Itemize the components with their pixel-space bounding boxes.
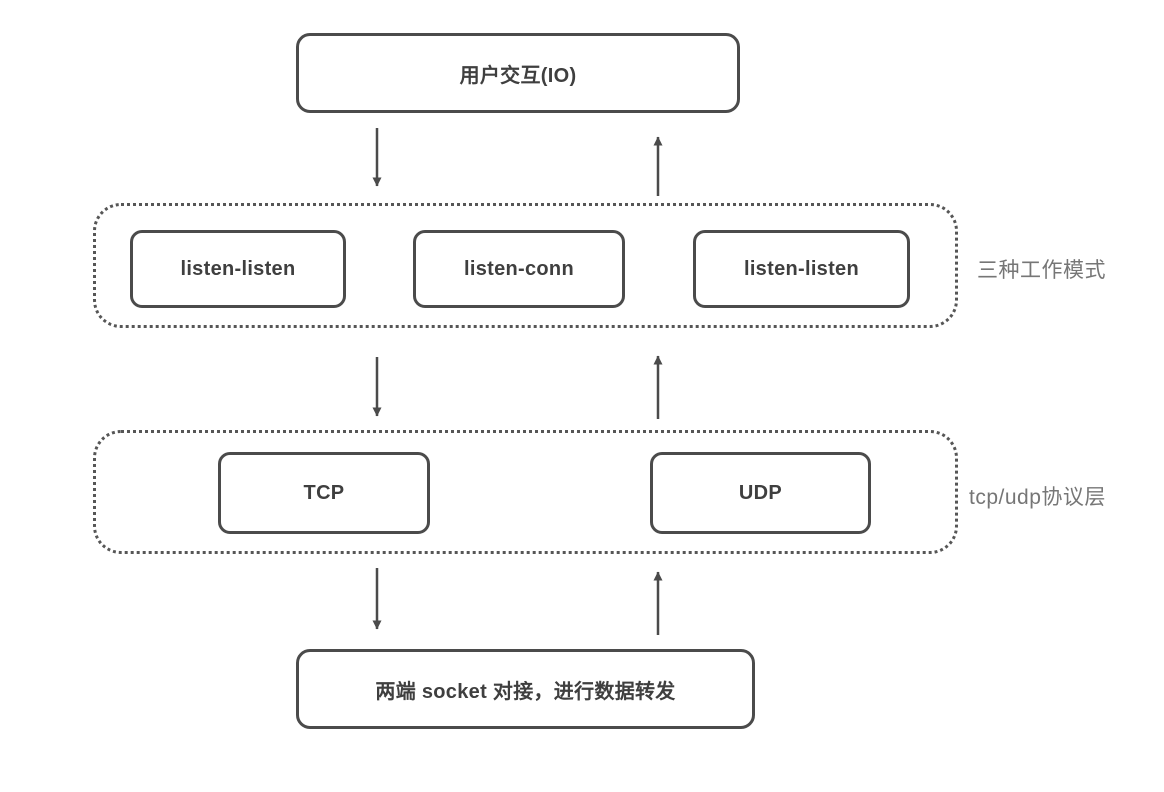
tcp-box: TCP	[218, 452, 430, 534]
work-modes-group: listen-listen listen-conn listen-listen	[93, 203, 958, 328]
mode-box-listen-listen-left: listen-listen	[130, 230, 346, 308]
protocol-layer-side-label: tcp/udp协议层	[969, 486, 1106, 509]
user-io-box: 用户交互(IO)	[296, 33, 740, 113]
socket-forward-box: 两端 socket 对接，进行数据转发	[296, 649, 755, 729]
udp-box: UDP	[650, 452, 871, 534]
mode-box-listen-listen-right: listen-listen	[693, 230, 910, 308]
protocol-layer-group: TCP UDP	[93, 430, 958, 554]
mode-box-listen-conn: listen-conn	[413, 230, 625, 308]
work-modes-side-label: 三种工作模式	[977, 259, 1106, 282]
